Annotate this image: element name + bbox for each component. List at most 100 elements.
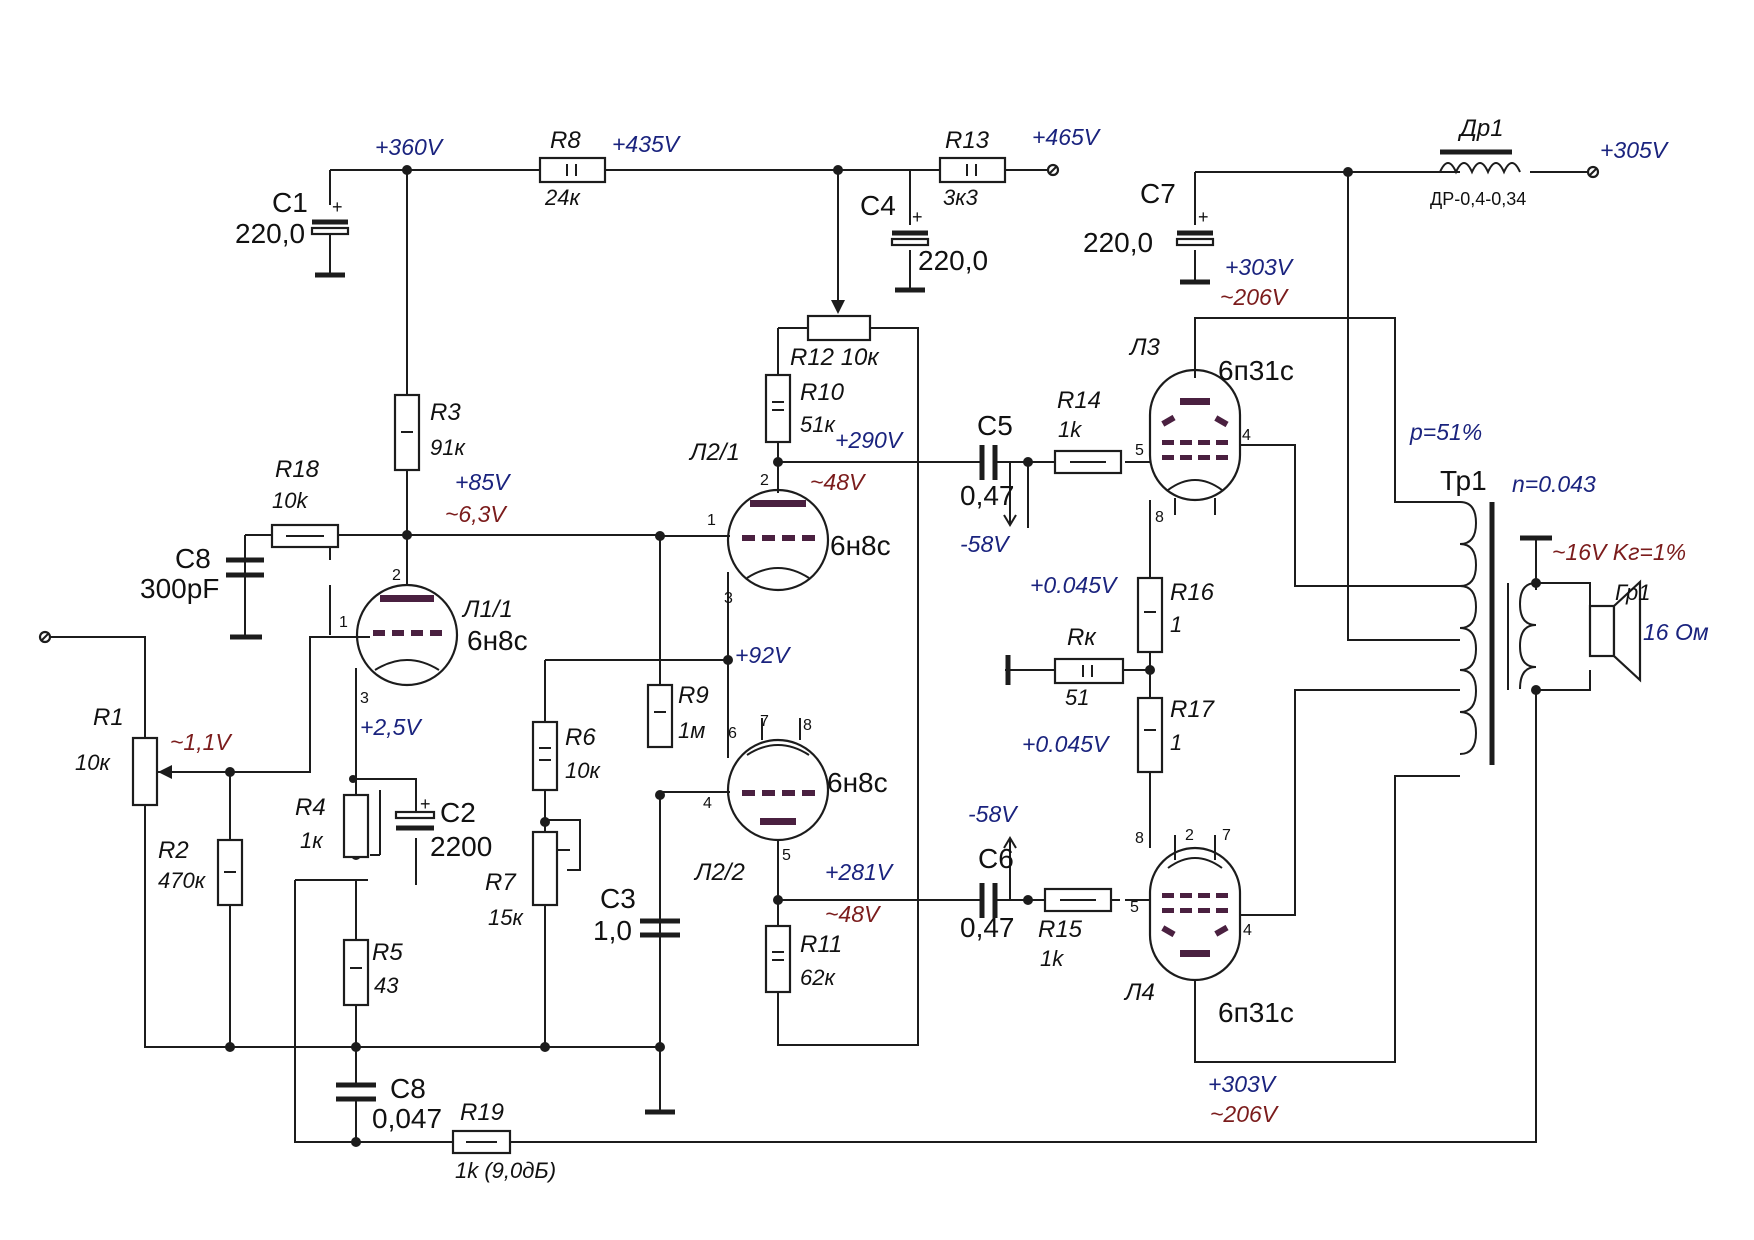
c4-label: C4 xyxy=(860,190,896,221)
voltage-ac-48-top: ~48V xyxy=(810,469,867,495)
b-plus-terminal-465 xyxy=(1046,163,1060,177)
ground-symbols xyxy=(230,272,1552,1115)
pin-l3-5: 5 xyxy=(1135,442,1144,459)
c2-label: C2 xyxy=(440,797,476,828)
r1-value: 10к xyxy=(75,750,111,775)
gr1-label: Гр1 xyxy=(1615,580,1650,605)
r7-label: R7 xyxy=(485,869,517,896)
r11-value: 62к xyxy=(800,965,836,990)
r14-label: R14 xyxy=(1057,387,1101,414)
tr1-p: p=51% xyxy=(1409,419,1482,445)
r16-value: 1 xyxy=(1170,612,1182,637)
potentiometer-r1 xyxy=(131,736,310,807)
voltage-ac-6-3: ~6,3V xyxy=(445,501,508,527)
svg-text:+: + xyxy=(912,207,923,227)
capacitor-c4: + xyxy=(890,207,930,247)
svg-text:+: + xyxy=(332,197,343,217)
bias-arrow-c6 xyxy=(1003,836,1017,900)
voltage-465: +465V xyxy=(1032,124,1102,150)
voltage-85: +85V xyxy=(455,469,512,495)
voltage-ac-1-1: ~1,1V xyxy=(170,729,233,755)
input-terminal xyxy=(38,630,52,644)
potentiometer-r7 xyxy=(531,830,581,907)
r13-value: 3к3 xyxy=(943,185,979,210)
l4-type: 6п31с xyxy=(1218,997,1294,1028)
c5-label: C5 xyxy=(977,410,1013,441)
pin-l4-4: 4 xyxy=(1243,922,1252,939)
capacitor-c8-300pf xyxy=(226,535,264,578)
output-voltage-label: ~16V Kг=1% xyxy=(1552,539,1686,565)
pin-l22-8: 8 xyxy=(803,717,812,734)
pin-l22-6: 6 xyxy=(728,725,737,742)
tube-l2-2 xyxy=(718,718,830,845)
r16-label: R16 xyxy=(1170,579,1215,606)
voltage-303-bottom: +303V xyxy=(1208,1071,1278,1097)
r11-label: R11 xyxy=(800,931,842,958)
resistor-r8 xyxy=(538,156,607,184)
resistor-r10 xyxy=(764,373,792,444)
resistor-r17 xyxy=(1136,696,1164,774)
voltage-ac-48-bottom: ~48V xyxy=(825,901,882,927)
resistor-r3 xyxy=(393,393,421,472)
r8-label: R8 xyxy=(550,127,581,154)
r9-value: 1м xyxy=(678,718,705,743)
voltage-minus58-bottom: -58V xyxy=(968,801,1019,827)
r3-label: R3 xyxy=(430,399,461,426)
resistor-r18 xyxy=(270,523,340,549)
c8b-value: 0,047 xyxy=(372,1103,442,1134)
r1-label: R1 xyxy=(93,704,124,731)
resistor-r16 xyxy=(1136,576,1164,654)
capacitor-c3 xyxy=(640,795,680,1047)
resistor-rk xyxy=(1053,657,1125,685)
r10-label: R10 xyxy=(800,379,845,406)
l22-type: 6н8с xyxy=(827,767,888,798)
voltage-0045-top: +0.045V xyxy=(1030,572,1119,598)
r8-value: 24к xyxy=(544,185,581,210)
voltage-435: +435V xyxy=(612,131,682,157)
resistor-r4 xyxy=(342,790,381,859)
r5-value: 43 xyxy=(374,973,399,998)
capacitor-c8-0047 xyxy=(336,1082,376,1142)
resistor-r13 xyxy=(938,156,1007,184)
r15-label: R15 xyxy=(1038,916,1083,943)
output-transformer-tr1 xyxy=(1459,501,1537,765)
tr1-label: Тр1 xyxy=(1440,465,1487,496)
voltage-305: +305V xyxy=(1600,137,1670,163)
r2-value: 470к xyxy=(158,868,207,893)
r18-label: R18 xyxy=(275,456,320,483)
pin-l4-2: 2 xyxy=(1185,827,1194,844)
l3-label: Л3 xyxy=(1128,334,1160,361)
voltage-0045-bottom: +0.045V xyxy=(1022,731,1111,757)
pin-l21-2: 2 xyxy=(760,472,769,489)
c8b-label: C8 xyxy=(390,1073,426,1104)
voltage-281: +281V xyxy=(825,859,895,885)
r19-label: R19 xyxy=(460,1099,504,1126)
r4-label: R4 xyxy=(295,794,326,821)
r18-value: 10k xyxy=(272,488,308,513)
r3-value: 91к xyxy=(430,435,466,460)
pin-l1-1: 1 xyxy=(339,614,348,631)
r10-value: 51к xyxy=(800,412,836,437)
voltage-303-top: +303V xyxy=(1225,254,1295,280)
resistor-r19 xyxy=(451,1129,512,1155)
c7-label: C7 xyxy=(1140,178,1176,209)
l1-type: 6н8с xyxy=(467,625,528,656)
pin-l22-7: 7 xyxy=(760,713,769,730)
resistor-r11 xyxy=(764,924,792,994)
voltage-ac-206-bottom: ~206V xyxy=(1210,1101,1280,1127)
resistor-r5 xyxy=(342,938,370,1007)
dr1-label: Др1 xyxy=(1457,115,1504,142)
voltage-2-5: +2,5V xyxy=(360,714,423,740)
voltage-360: +360V xyxy=(375,134,445,160)
c8a-label: C8 xyxy=(175,543,211,574)
c1-label: C1 xyxy=(272,187,308,218)
l1-label: Л1/1 xyxy=(461,596,513,623)
r4-value: 1к xyxy=(300,828,324,853)
pin-l4-8: 8 xyxy=(1135,830,1144,847)
r6-value: 10к xyxy=(565,758,601,783)
c5-value: 0,47 xyxy=(960,480,1015,511)
c7-value: 220,0 xyxy=(1083,227,1153,258)
c8a-value: 300pF xyxy=(140,573,219,604)
